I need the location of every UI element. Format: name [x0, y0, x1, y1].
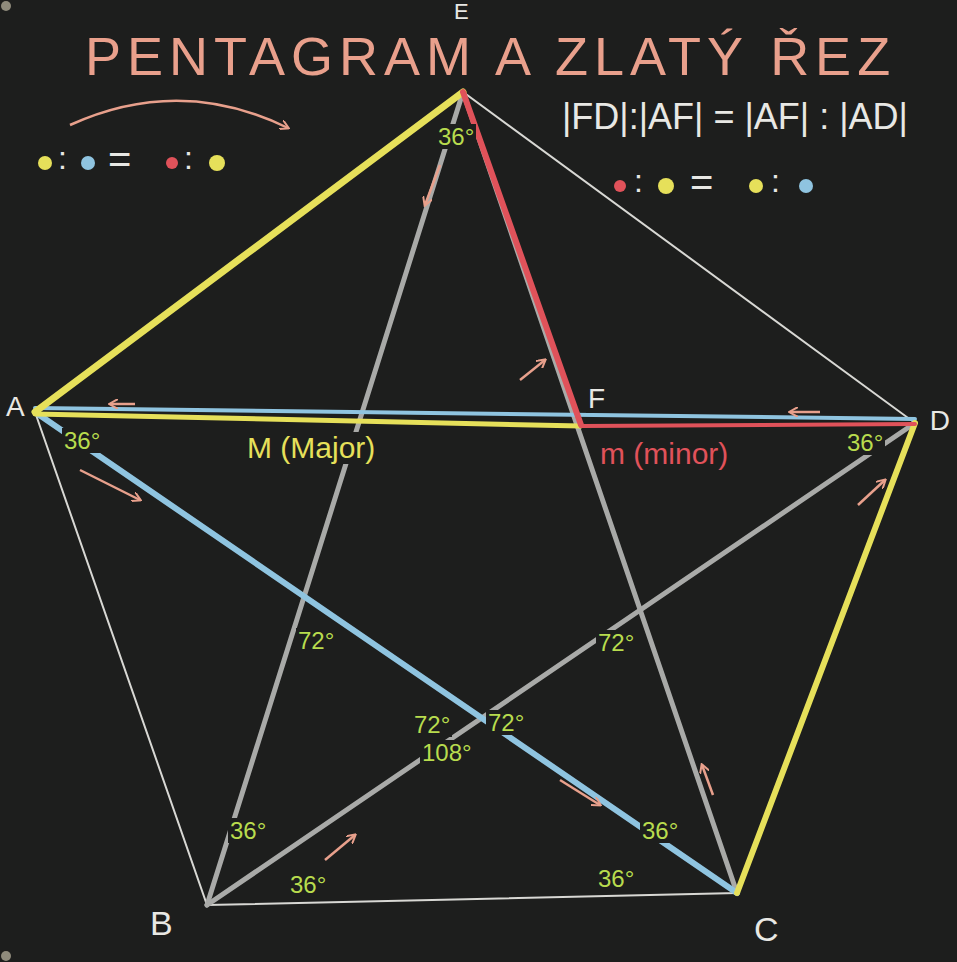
angle-label: 36°	[228, 818, 268, 843]
title: PENTAGRAM A ZLATÝ ŘEZ	[85, 28, 896, 85]
angle-label: 72°	[596, 630, 636, 655]
star-lines	[207, 92, 915, 905]
ratio-formula: |FD|:|AF| = |AF| : |AD|	[560, 98, 910, 136]
ratio-sign: :	[182, 142, 195, 176]
point-letter: F	[586, 384, 607, 413]
point-letter: E	[452, 0, 471, 23]
pentagon	[35, 92, 915, 905]
angle-label: 36°	[288, 872, 328, 897]
angle-label: 108°	[420, 740, 474, 765]
segment-label: M (Major)	[245, 432, 377, 464]
ratio-sign: =	[688, 161, 715, 203]
angle-label: 36°	[640, 818, 680, 843]
ratio-sign: :	[56, 142, 69, 176]
angle-label: 72°	[296, 628, 336, 653]
screw	[1, 951, 11, 961]
angle-label: 36°	[596, 866, 636, 891]
angle-label: 36°	[62, 428, 102, 453]
angle-label: 72°	[486, 710, 526, 735]
screw	[1, 1, 11, 11]
point-letter: D	[928, 406, 952, 435]
point-letter: B	[148, 906, 175, 942]
point-letter: C	[752, 912, 781, 948]
segment-label: m (minor)	[598, 438, 730, 470]
ratio-sign: =	[106, 138, 133, 180]
angle-label: 36°	[436, 124, 476, 149]
coloured-segments	[35, 92, 915, 893]
angle-label: 36°	[845, 430, 885, 455]
ratio-sign: :	[632, 165, 645, 199]
angle-label: 72°	[412, 712, 452, 737]
ratio-sign: :	[769, 165, 782, 199]
chalk-arrows	[70, 101, 885, 860]
point-letter: A	[4, 392, 27, 421]
